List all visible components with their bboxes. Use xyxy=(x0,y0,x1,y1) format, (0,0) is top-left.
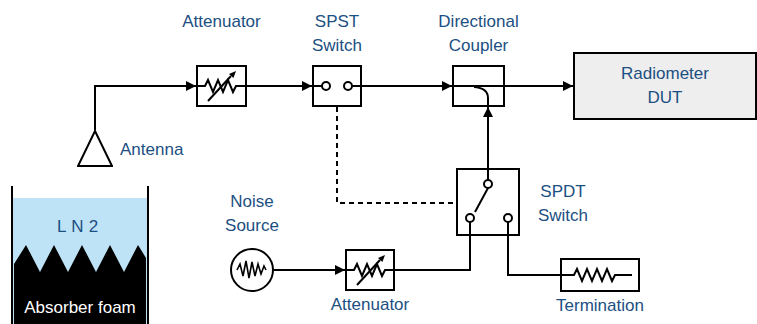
component-label: Termination xyxy=(556,294,644,318)
wire xyxy=(507,222,509,236)
switch-contact xyxy=(484,180,492,188)
switch-contact xyxy=(322,82,330,90)
signal-wire xyxy=(95,86,196,130)
component-label: Absorber foam xyxy=(12,296,148,320)
signal-wire xyxy=(487,107,489,168)
component-label: SPDT Switch xyxy=(528,180,598,228)
antenna-outline xyxy=(77,130,113,167)
coupler-box: Directional Coupler xyxy=(452,65,505,107)
component-label: Noise Source xyxy=(219,190,285,238)
switch-contact xyxy=(344,82,352,90)
resistor-symbol xyxy=(560,269,632,281)
attenuator-box: Attenuator xyxy=(345,249,395,291)
attenuator-symbol xyxy=(345,255,395,285)
antenna-triangle xyxy=(78,131,112,166)
component-label: Attenuator xyxy=(182,10,260,34)
signal-wire xyxy=(395,236,470,270)
component-label: LN2 xyxy=(12,215,148,239)
attenuator-box: Attenuator xyxy=(196,65,247,107)
antenna-symbol: Antenna xyxy=(77,130,113,167)
dewar-wall xyxy=(147,186,149,324)
component-label: SPST Switch xyxy=(302,10,372,58)
box-text: Radiometer DUT xyxy=(615,62,715,110)
dewar: LN2Absorber foam xyxy=(12,185,148,324)
component-label: Antenna xyxy=(120,138,183,162)
termination-box: Termination xyxy=(560,258,640,292)
switch-box: SPDT Switch xyxy=(456,168,520,236)
wire xyxy=(469,222,471,236)
device-box: Radiometer DUT xyxy=(573,52,757,120)
signal-wire xyxy=(362,85,452,87)
component-label: Attenuator xyxy=(331,293,409,317)
switch-blade xyxy=(475,188,488,212)
switch-box: SPST Switch xyxy=(312,65,362,107)
noise-symbol xyxy=(237,261,266,278)
attenuator-symbol xyxy=(196,71,247,101)
noise-source: Noise Source xyxy=(230,248,274,292)
dewar-wall xyxy=(11,186,13,324)
control-line xyxy=(337,107,456,203)
variable-arrow xyxy=(208,76,231,101)
signal-wire xyxy=(505,85,573,87)
signal-wire xyxy=(247,85,312,87)
variable-arrow xyxy=(357,260,380,285)
component-label: Directional Coupler xyxy=(429,10,529,58)
switch-contact xyxy=(504,214,512,222)
coupled-line xyxy=(474,87,488,107)
signal-wire xyxy=(274,269,345,271)
switch-contact xyxy=(466,214,474,222)
variable-arrowhead xyxy=(229,71,236,78)
liquid-nitrogen xyxy=(13,198,147,324)
variable-arrowhead xyxy=(378,255,385,262)
signal-wire xyxy=(508,236,560,275)
